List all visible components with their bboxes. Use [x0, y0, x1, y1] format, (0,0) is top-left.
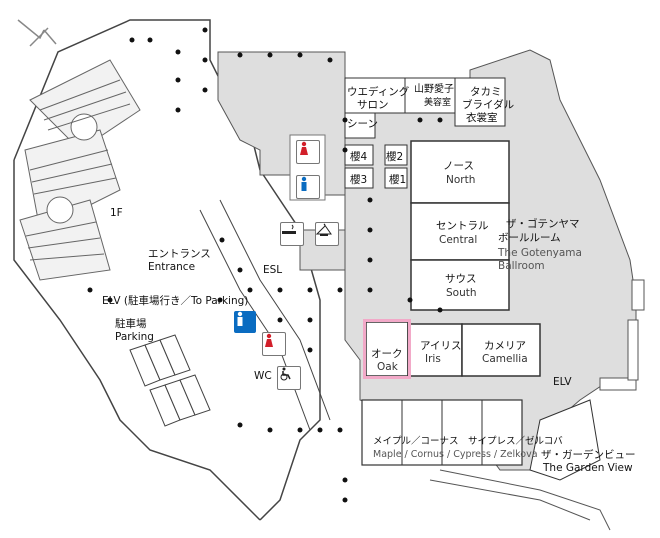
- north-label-jp: ノース: [443, 160, 474, 172]
- oak-highlight-marker: [363, 319, 411, 379]
- smoking-area-icon: [280, 222, 304, 246]
- scene-label: シーン: [347, 118, 378, 130]
- gotenyama-label-en1: The Gotenyama: [498, 247, 582, 259]
- cloakroom-icon: [315, 222, 339, 246]
- restroom-male-icon: [234, 311, 256, 333]
- left-building-outline: [13, 19, 321, 521]
- parking-label-jp: 駐車場: [115, 318, 147, 330]
- wc-label: WC: [254, 370, 272, 382]
- central-upper-block: [217, 51, 346, 196]
- sakura2-label: 櫻2: [386, 151, 404, 163]
- gotenyama-label-en2: Ballroom: [498, 260, 545, 272]
- parking-slots: [129, 334, 211, 427]
- south-label-jp: サウス: [445, 273, 477, 285]
- north-label-en: North: [446, 174, 476, 186]
- oak-label-en: Oak: [377, 361, 398, 373]
- central-label-jp: セントラル: [436, 220, 489, 232]
- camellia-label-jp: カメリア: [484, 340, 526, 352]
- central-room-shape: [410, 202, 510, 261]
- entrance-label-en: Entrance: [148, 261, 196, 273]
- left-staircases: [19, 59, 141, 281]
- wedding-salon-label-line1: ウエディング: [347, 86, 410, 98]
- sakura1-label: 櫻1: [389, 174, 407, 186]
- restroom-female-icon: [262, 332, 286, 356]
- iris-label-jp: アイリス: [420, 340, 462, 352]
- sakura3-label: 櫻3: [350, 174, 368, 186]
- iris-room-shape: [407, 323, 463, 377]
- south-room-shape: [410, 259, 510, 311]
- oak-room-shape: [365, 321, 409, 377]
- iris-label-en: Iris: [425, 353, 441, 365]
- wheelchair-icon: [277, 366, 301, 390]
- garden-view-label-jp: ザ・ガーデンビュー: [541, 449, 636, 461]
- small-rooms-label-jp: メイプル／コーナス サイプレス／ゼルコバ: [373, 436, 563, 447]
- elv-parking-label: ELV (駐車場行き／To Parking): [102, 295, 249, 307]
- north-room-shape: [410, 140, 510, 204]
- entrance-label-jp: エントランス: [148, 248, 211, 260]
- oak-label-jp: オーク: [371, 348, 403, 360]
- parking-label-en: Parking: [115, 331, 154, 343]
- takami-label-line3: 衣裳室: [466, 112, 498, 124]
- garden-view-label-en: The Garden View: [543, 462, 633, 474]
- structural-columns: [87, 27, 443, 503]
- elv-label: ELV: [553, 376, 572, 388]
- garden-view-shape: [529, 399, 601, 481]
- camellia-label-en: Camellia: [482, 353, 528, 365]
- gotenyama-label-jp1: ザ・ゴテンヤマ: [506, 218, 580, 230]
- camellia-room-shape: [461, 323, 541, 377]
- north-arrow-icon: [17, 19, 57, 47]
- restroom-male-icon: [296, 175, 320, 199]
- takami-label-line1: タカミ: [470, 86, 502, 98]
- yamano-label-line1: 山野愛子: [414, 84, 454, 95]
- sakura4-label: 櫻4: [350, 151, 368, 163]
- wedding-salon-label-line2: サロン: [357, 99, 389, 111]
- takami-label-line2: ブライダル: [462, 99, 515, 111]
- esl-label: ESL: [263, 264, 283, 276]
- south-label-en: South: [446, 287, 477, 299]
- small-rooms-label-en: Maple / Cornus / Cypress / Zelkova: [373, 449, 538, 460]
- restroom-female-icon: [296, 140, 320, 164]
- gotenyama-label-jp2: ボールルーム: [498, 232, 561, 244]
- central-label-en: Central: [439, 234, 478, 246]
- yamano-label-line2: 美容室: [424, 98, 452, 108]
- floor-label: 1F: [110, 207, 123, 219]
